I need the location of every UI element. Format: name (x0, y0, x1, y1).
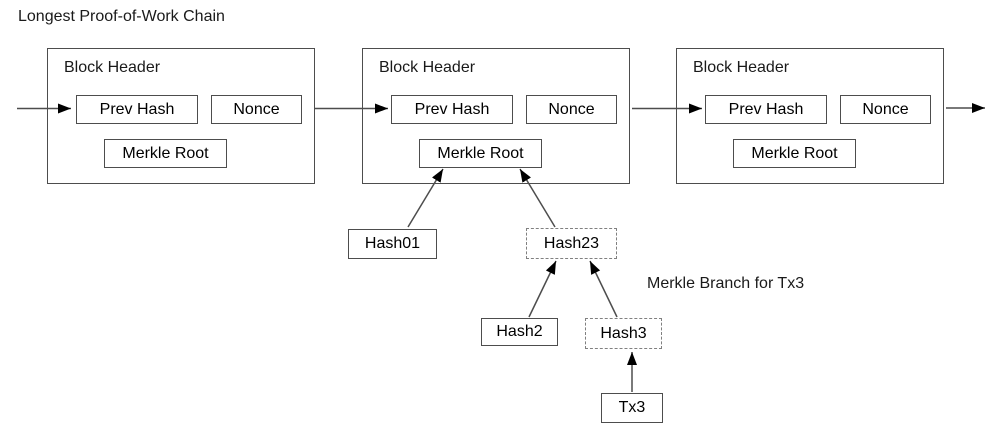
arrow-hash23-to-merkle-root (519, 168, 556, 228)
block-header-2: Block Header Prev Hash Nonce Merkle Root (362, 48, 630, 184)
block-header-1-title: Block Header (64, 59, 161, 76)
arrow-hash2-to-hash23 (528, 260, 557, 318)
block3-nonce-box: Nonce (840, 95, 931, 124)
block2-merkle-root-box: Merkle Root (419, 139, 542, 168)
block1-nonce-box: Nonce (211, 95, 302, 124)
block-header-3-title: Block Header (693, 59, 790, 76)
block-header-1: Block Header Prev Hash Nonce Merkle Root (47, 48, 315, 184)
hash01-box: Hash01 (348, 229, 437, 259)
block3-merkle-root-box: Merkle Root (733, 139, 856, 168)
hash3-box: Hash3 (585, 318, 662, 349)
block1-merkle-root-box: Merkle Root (104, 139, 227, 168)
hash23-box: Hash23 (526, 228, 617, 259)
block3-prev-hash-box: Prev Hash (705, 95, 827, 124)
tx3-box: Tx3 (601, 393, 663, 423)
block2-nonce-box: Nonce (526, 95, 617, 124)
block-header-3: Block Header Prev Hash Nonce Merkle Root (676, 48, 944, 184)
block-header-2-title: Block Header (379, 59, 476, 76)
arrow-hash01-to-merkle-root (407, 168, 444, 228)
arrow-hash3-to-hash23 (589, 260, 618, 318)
hash2-box: Hash2 (481, 318, 558, 346)
diagram-title: Longest Proof-of-Work Chain (18, 8, 225, 25)
merkle-branch-annotation: Merkle Branch for Tx3 (647, 275, 805, 292)
block2-prev-hash-box: Prev Hash (391, 95, 513, 124)
block1-prev-hash-box: Prev Hash (76, 95, 198, 124)
